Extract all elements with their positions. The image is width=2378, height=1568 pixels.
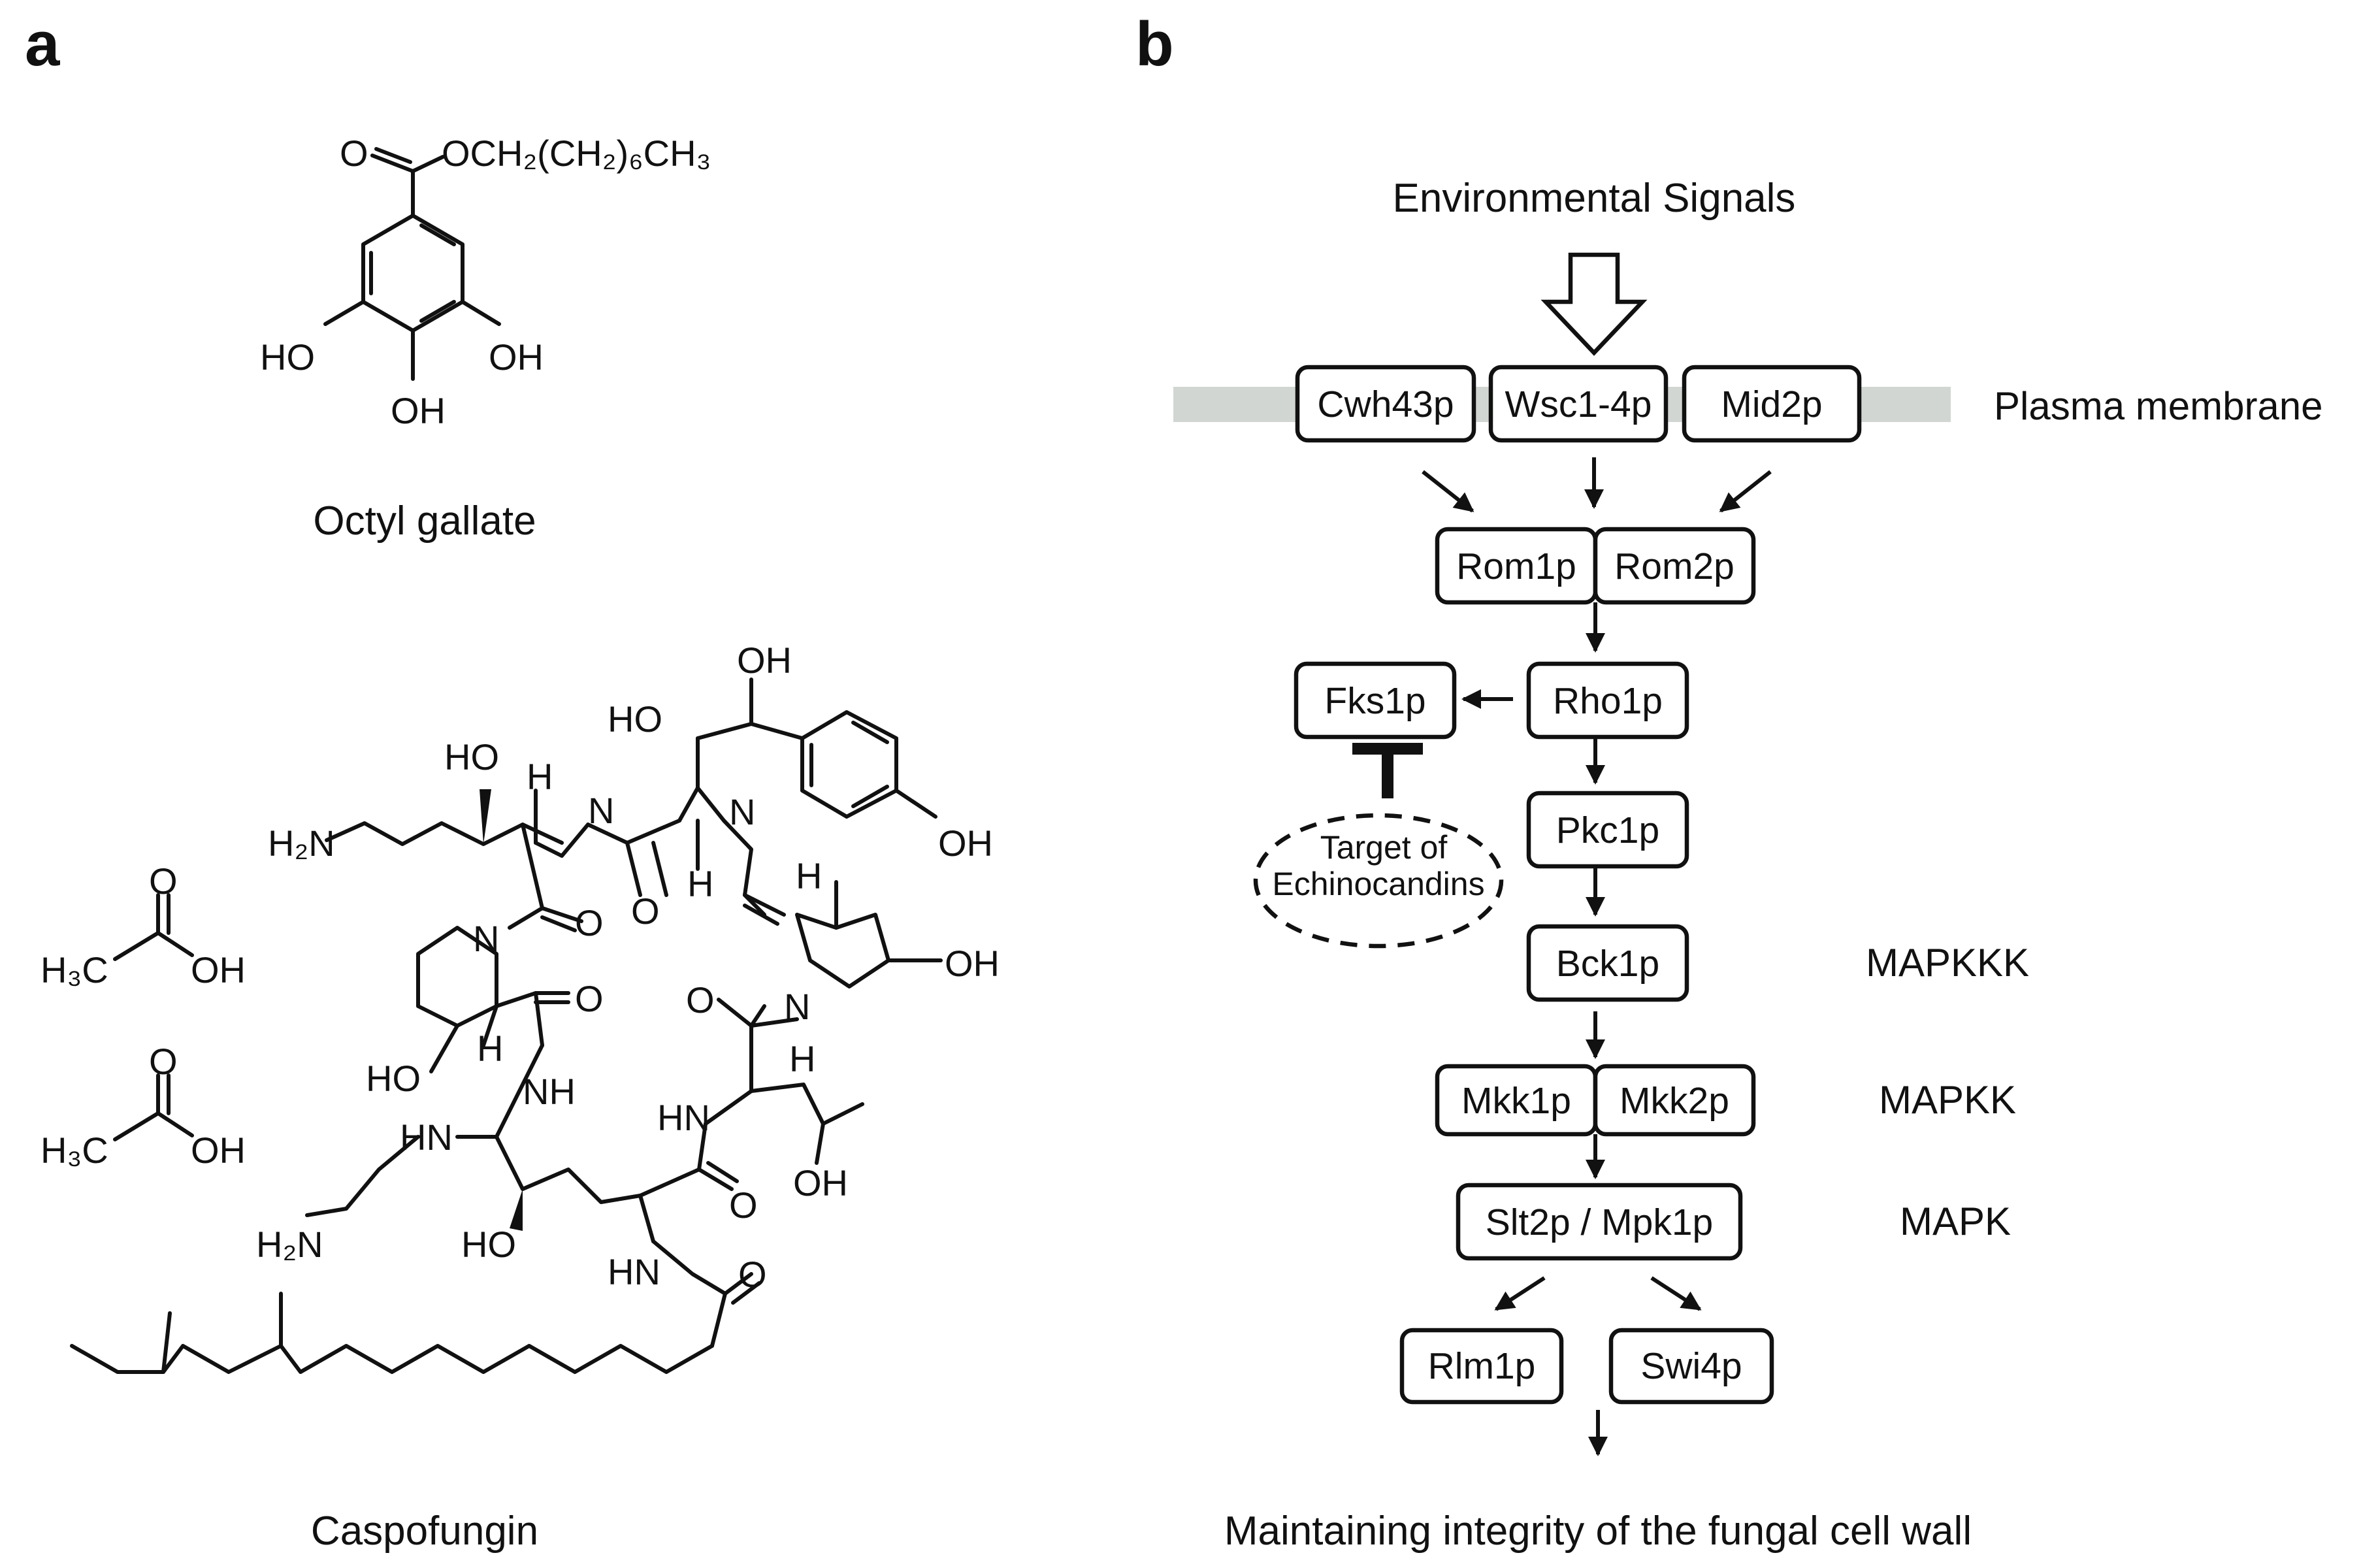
mapkk-label: MAPKK: [1879, 1078, 2016, 1122]
target-echinocandins: Target of Echinocandins: [1253, 813, 1504, 949]
environmental-signals: Environmental Signals: [1393, 176, 1796, 221]
acetic1-o: O: [149, 860, 178, 902]
target-line1: Target of: [1320, 829, 1448, 866]
casp-o-lower: O: [729, 1184, 758, 1226]
acetic2-o: O: [149, 1041, 178, 1082]
casp-ho-sidechain: HO: [608, 698, 662, 740]
casp-h-pro1: H: [477, 1028, 503, 1069]
caspofungin-structure: [70, 678, 943, 1374]
casp-oh-top: OH: [737, 640, 792, 681]
casp-o-pro1: O: [575, 902, 604, 943]
casp-h-thr: H: [789, 1038, 815, 1079]
pkc1p-label: Pkc1p: [1556, 809, 1659, 851]
rlm1p-node: Rlm1p: [1399, 1328, 1564, 1405]
casp-hn-left: HN: [400, 1117, 453, 1158]
fks1p-label: Fks1p: [1324, 680, 1425, 722]
gallate-carbonyl-o: O: [340, 133, 368, 174]
arrow-slt-to-swi: [1650, 1276, 1702, 1311]
outcome-text: Maintaining integrity of the fungal cell…: [1224, 1509, 1972, 1554]
casp-nh1: NH: [523, 1071, 576, 1112]
rom1p-label: Rom1p: [1456, 546, 1576, 587]
gallate-oh-right: OH: [489, 336, 544, 378]
casp-ho-upper-left: HO: [444, 736, 499, 777]
casp-o-tail: O: [738, 1254, 767, 1295]
casp-n-amide2: N: [729, 791, 755, 832]
rho1p-node: Rho1p: [1526, 661, 1689, 740]
gallate-oh-bottom: OH: [391, 390, 446, 431]
rho1p-label: Rho1p: [1553, 680, 1663, 722]
casp-h-alpha2: H: [687, 863, 713, 904]
membrane-protein-cwh43p: Cwh43p: [1295, 365, 1476, 443]
caspofungin-caption: Caspofungin: [311, 1509, 538, 1554]
casp-h-pro2: H: [796, 855, 822, 896]
caspofungin-atom-labels: OH HO HO H₂N H N O H N OH N O O HO H NH …: [256, 640, 1000, 1295]
membrane-protein-wsc: Wsc1-4p: [1488, 365, 1669, 443]
panel-b-label: b: [1135, 9, 1174, 79]
membrane-protein-mid2p: Mid2p: [1682, 365, 1862, 443]
casp-oh-thr: OH: [793, 1162, 848, 1203]
casp-oh-pro2: OH: [945, 943, 1000, 984]
rom-gef-pair: Rom1p Rom2p: [1435, 527, 1756, 605]
arrow-cwh43-to-rom: [1422, 470, 1474, 513]
panel-a-label: a: [25, 9, 60, 79]
casp-h2n-bottom: H₂N: [256, 1224, 323, 1265]
acetic1-oh: OH: [191, 949, 246, 990]
acetic-acid-2: O H₃C OH: [41, 1041, 246, 1171]
casp-n-amide1: N: [588, 790, 614, 831]
casp-h-alpha1: H: [527, 756, 553, 797]
mid2p-label: Mid2p: [1721, 384, 1822, 425]
acetic2-h3c: H₃C: [41, 1130, 108, 1171]
casp-ho-pro1: HO: [366, 1058, 421, 1099]
casp-o-pro1b: O: [575, 978, 604, 1019]
casp-hn-mid: HN: [657, 1097, 710, 1138]
casp-o-amide1: O: [631, 890, 660, 932]
slt2p-label: Slt2p / Mpk1p: [1486, 1201, 1714, 1243]
casp-oh-phenol: OH: [938, 823, 993, 864]
casp-h2n-left: H₂N: [268, 823, 335, 864]
mkk1p-label: Mkk1p: [1461, 1080, 1571, 1122]
arrow-slt-to-rlm: [1494, 1276, 1546, 1311]
bck1p-node: Bck1p: [1526, 924, 1689, 1002]
arrow-mid2-to-rom: [1719, 470, 1772, 513]
plasma-membrane-label: Plasma membrane: [1994, 384, 2323, 428]
casp-n-pro1: N: [473, 918, 499, 959]
wsc-label: Wsc1-4p: [1505, 384, 1652, 425]
octyl-gallate-structure: O OCH₂(CH₂)₆CH₃ HO OH OH: [260, 133, 711, 431]
acetic-acid-1: O H₃C OH: [41, 860, 246, 990]
fks1p-node: Fks1p: [1294, 661, 1457, 740]
slt2p-node: Slt2p / Mpk1p: [1456, 1183, 1743, 1261]
acetic2-oh: OH: [191, 1130, 246, 1171]
target-line2: Echinocandins: [1272, 866, 1484, 902]
pkc1p-node: Pkc1p: [1526, 791, 1689, 869]
swi4p-label: Swi4p: [1640, 1345, 1742, 1387]
inhibition-bar-icon: [1352, 743, 1423, 798]
rlm1p-label: Rlm1p: [1428, 1345, 1536, 1387]
casp-n-pro2: N: [784, 986, 810, 1027]
casp-o-pro2: O: [686, 979, 715, 1021]
mkk-pair: Mkk1p Mkk2p: [1435, 1064, 1756, 1137]
mapk-label: MAPK: [1900, 1200, 2011, 1243]
casp-hn-bottom: HN: [608, 1251, 660, 1292]
acetic1-h3c: H₃C: [41, 949, 108, 990]
rom2p-label: Rom2p: [1614, 546, 1735, 587]
mapkkk-label: MAPKKK: [1866, 941, 2029, 985]
signal-arrow-icon: [1540, 252, 1648, 356]
octyl-gallate-caption: Octyl gallate: [313, 498, 536, 544]
casp-ho-lower: HO: [461, 1224, 516, 1265]
cwh43p-label: Cwh43p: [1317, 384, 1454, 425]
mkk2p-label: Mkk2p: [1620, 1080, 1729, 1122]
gallate-ester-chain: OCH₂(CH₂)₆CH₃: [442, 133, 711, 174]
swi4p-node: Swi4p: [1608, 1328, 1774, 1405]
gallate-oh-left: HO: [260, 336, 315, 378]
bck1p-label: Bck1p: [1556, 943, 1659, 985]
